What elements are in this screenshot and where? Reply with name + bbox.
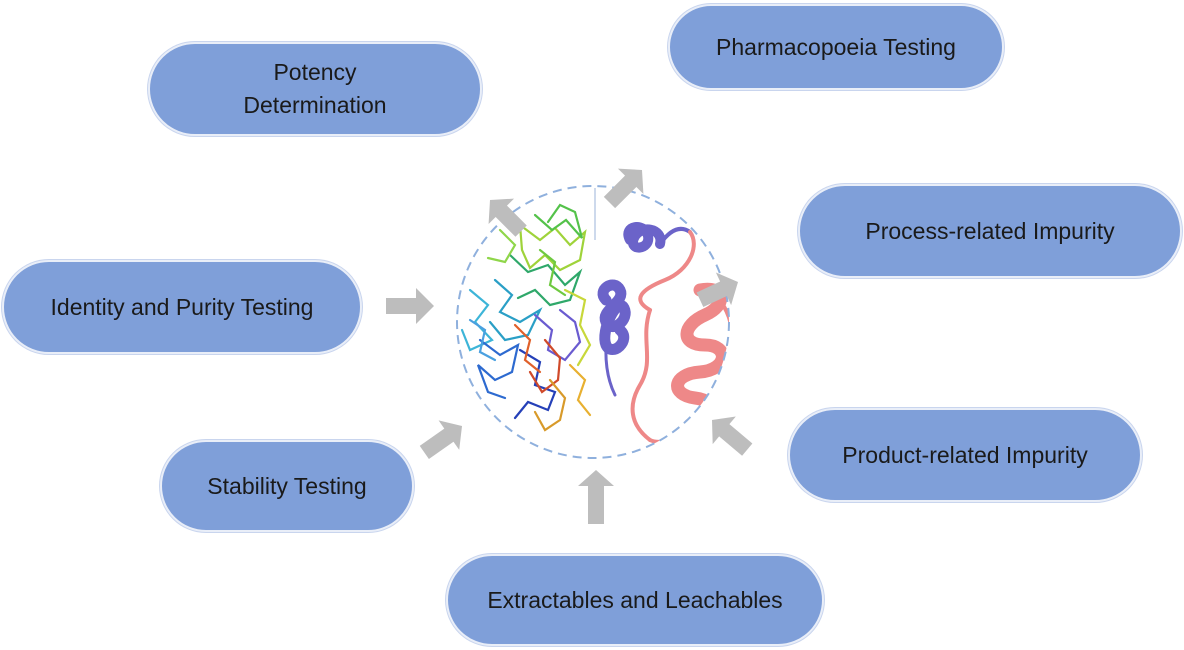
node-identity-purity-testing: Identity and Purity Testing — [2, 260, 362, 354]
node-identity-purity-label: Identity and Purity Testing — [50, 293, 314, 320]
node-process-related-impurity: Process-related Impurity — [798, 184, 1182, 278]
node-stability-testing: Stability Testing — [160, 440, 414, 532]
node-product-impurity-label: Product-related Impurity — [842, 441, 1088, 468]
arrow-from-pharmacopoeia — [603, 168, 644, 209]
node-potency-line1: Potency — [273, 59, 357, 85]
node-product-related-impurity: Product-related Impurity — [788, 408, 1142, 502]
molecule-stick-model — [460, 203, 592, 432]
node-extractables-label: Extractables and Leachables — [487, 586, 783, 613]
arrow-from-potency — [488, 198, 527, 237]
node-process-impurity-label: Process-related Impurity — [865, 217, 1115, 244]
arrow-from-extractables — [578, 470, 614, 524]
node-extractables-leachables: Extractables and Leachables — [446, 554, 824, 646]
node-stability-label: Stability Testing — [207, 472, 367, 499]
protein-ribbon — [597, 222, 729, 444]
node-pharmacopoeia-label: Pharmacopoeia Testing — [716, 33, 956, 60]
center-image — [456, 185, 730, 459]
node-potency-line2: Determination — [243, 92, 387, 118]
arrow-from-product-impurity — [712, 416, 753, 456]
arrow-from-stability — [419, 420, 462, 459]
dashed-circle-outline — [456, 185, 730, 459]
arrow-from-identity-purity — [386, 288, 434, 324]
arrow-from-process-impurity — [696, 272, 738, 308]
node-pharmacopoeia-testing: Pharmacopoeia Testing — [668, 4, 1004, 90]
node-potency-determination: Potency Determination — [148, 42, 482, 136]
